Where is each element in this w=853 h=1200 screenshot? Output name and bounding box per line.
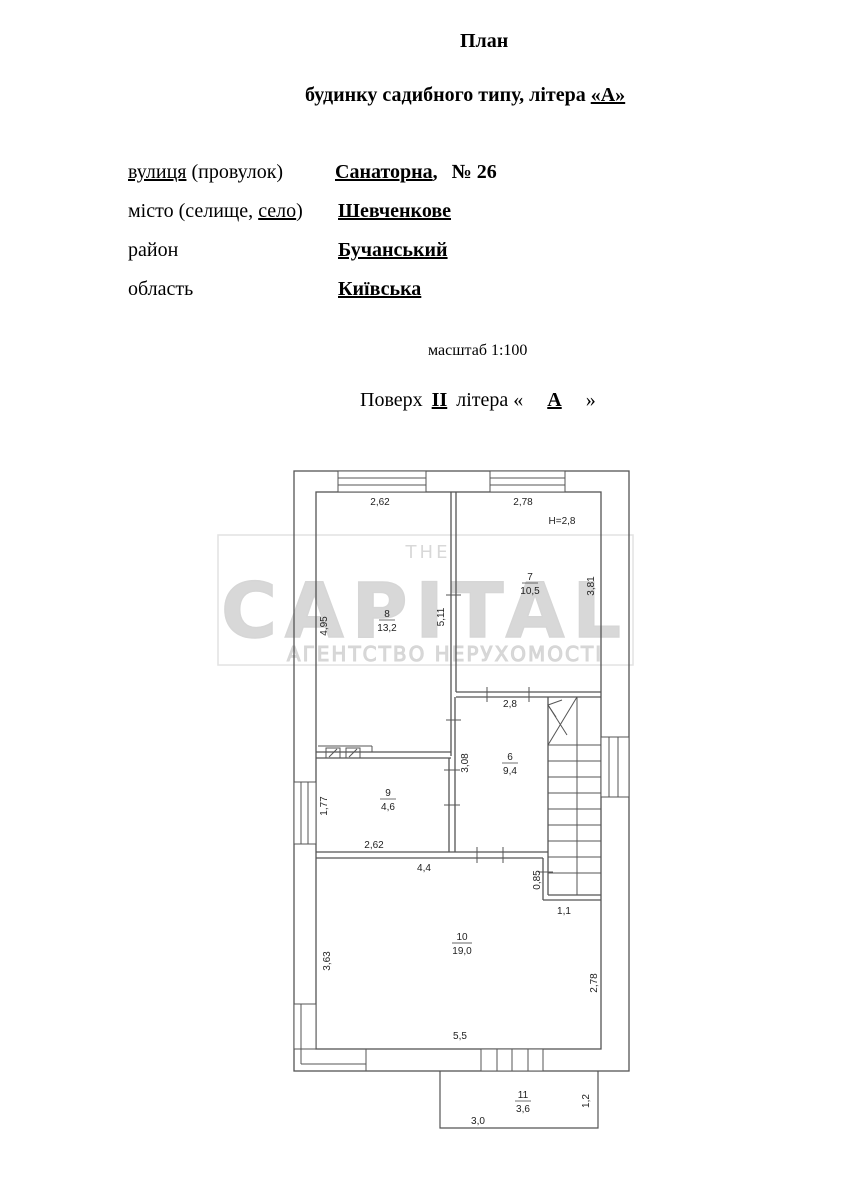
city-value: Шевченкове (338, 200, 451, 222)
city-label-underlined: село (258, 200, 297, 222)
room-9-id: 9 (385, 788, 391, 799)
city-label-b: ) (296, 200, 303, 222)
district-value: Бучанський (338, 239, 448, 261)
window-bottom-left (293, 1003, 317, 1050)
dim-r8-width: 2,62 (370, 497, 390, 508)
street-value: Санаторна, № 26 (335, 161, 497, 184)
room-8-id: 8 (384, 609, 390, 620)
room-10-area: 19,0 (452, 946, 472, 957)
dim-r8-height-left: 4,95 (319, 616, 330, 636)
floor-number: II (431, 389, 448, 411)
watermark: THE CAPITAL АГЕНТСТВО НЕРУХОМОСТІ (217, 534, 634, 667)
room-9-area: 4,6 (381, 802, 395, 813)
room-labels: 8 13,2 7 10,5 6 9,4 9 4,6 10 19,0 11 3,6 (377, 572, 540, 1115)
room-7-id: 7 (527, 572, 533, 583)
room-10-id: 10 (456, 932, 468, 943)
door-marks (444, 594, 553, 873)
fixture-1 (325, 747, 341, 759)
window-right (600, 736, 630, 798)
street-label: вулиця (провулок) (128, 161, 283, 184)
dim-r10-top: 4,4 (417, 863, 431, 874)
street-name: Санаторна (335, 161, 433, 183)
room-8-area: 13,2 (377, 623, 397, 634)
city-label: місто (селище, село) (128, 200, 303, 223)
dim-r10-left: 3,63 (322, 951, 333, 971)
floor-line: Поверх II літера « A » (360, 389, 596, 412)
dim-r6-height: 3,08 (460, 753, 471, 773)
subtitle-prefix: будинку садибного типу, літера (305, 84, 591, 106)
room-7-area: 10,5 (520, 586, 540, 597)
floor-letter-label: літера « (456, 389, 524, 411)
window-left (293, 781, 317, 845)
floor-letter: A (547, 389, 562, 411)
fixtures (318, 745, 373, 759)
dim-r9-height: 1,77 (319, 796, 330, 816)
dim-r10-right: 2,78 (589, 973, 600, 993)
watermark-main: CAPITAL (221, 566, 629, 655)
region-value: Київська (338, 278, 422, 300)
floor-close: » (585, 389, 596, 411)
document-subtitle: будинку садибного типу, літера «А» (305, 84, 625, 107)
watermark-top: THE (405, 542, 451, 563)
dim-r7-width: 2,78 (513, 497, 533, 508)
dim-r9-width: 2,62 (364, 840, 384, 851)
room-11-id: 11 (518, 1090, 529, 1101)
balcony (439, 1071, 599, 1129)
stairs (547, 696, 601, 895)
scale-label: масштаб 1:100 (428, 342, 528, 359)
dim-r7-ceiling: H=2,8 (549, 516, 576, 527)
window-top-right (489, 470, 566, 493)
watermark-sub: АГЕНТСТВО НЕРУХОМОСТІ (287, 642, 603, 666)
fixture-2 (345, 747, 361, 759)
region-label: область (128, 278, 194, 300)
room-11-area: 3,6 (516, 1104, 530, 1115)
dim-r10-stair: 1,1 (557, 906, 571, 917)
house-number: № 26 (451, 161, 497, 183)
dim-r10-step: 0,85 (532, 870, 543, 890)
street-label-rest: (провулок) (186, 161, 284, 183)
floor-label: Поверх (360, 389, 423, 411)
city-label-a: місто (селище, (128, 200, 259, 222)
dim-r11-width: 3,0 (471, 1116, 485, 1127)
watermark-frame (217, 534, 634, 666)
walls (293, 470, 630, 1072)
dim-r6-width: 2,8 (503, 699, 517, 710)
dimension-labels: 2,62 2,78 H=2,8 4,95 5,11 3,81 2,8 3,08 … (319, 497, 600, 1127)
dim-r8-height-right: 5,11 (436, 607, 447, 626)
document-title: План (460, 30, 509, 52)
dim-r10-bottom: 5,5 (453, 1031, 467, 1042)
dim-r11-height: 1,2 (581, 1094, 592, 1108)
subtitle-letter: «А» (590, 84, 626, 106)
windows (293, 470, 630, 1072)
room-6-area: 9,4 (503, 766, 517, 777)
room-6-id: 6 (507, 752, 513, 763)
street-label-underlined: вулиця (128, 161, 187, 183)
window-top-left (337, 470, 427, 493)
district-label: район (128, 239, 179, 261)
street-comma: , (432, 161, 438, 183)
dim-r7-height: 3,81 (586, 576, 597, 596)
